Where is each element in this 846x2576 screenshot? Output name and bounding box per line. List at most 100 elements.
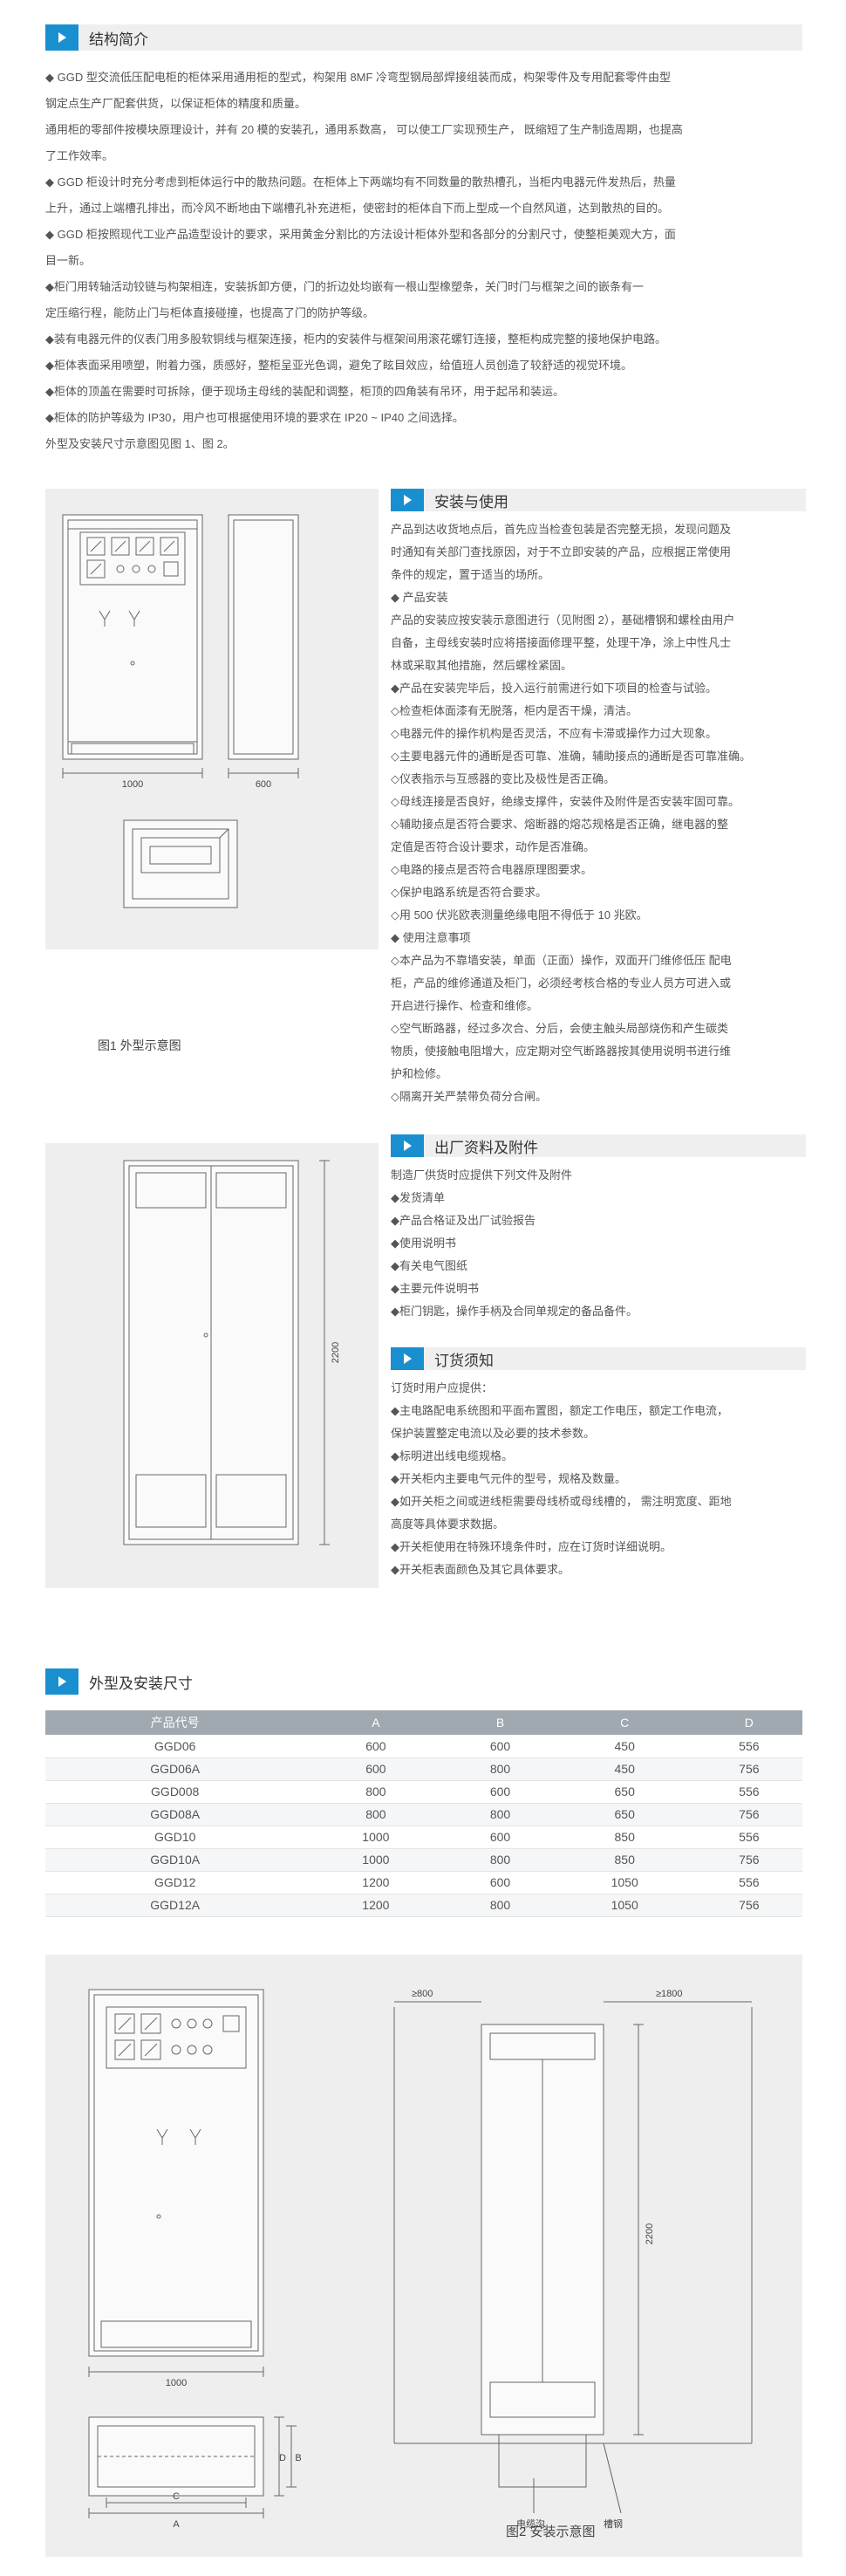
cell: 650 bbox=[553, 1803, 696, 1826]
install-line: 条件的规定，置于适当的场所。 bbox=[391, 568, 550, 581]
install-line: ◆产品在安装完毕后，投入运行前需进行如下项目的检查与试验。 bbox=[391, 682, 717, 695]
cell: 800 bbox=[447, 1848, 554, 1872]
order-line: 订货时用户应提供： bbox=[391, 1381, 494, 1394]
install-line: 柜，产品的维修通道及柜门，必须经考核合格的专业人员方可进入或 bbox=[391, 976, 732, 990]
figure2-caption: 图2 安装示意图 bbox=[506, 2525, 596, 2539]
order-line: ◆开关柜使用在特殊环境条件时，应在订货时详细说明。 bbox=[391, 1540, 672, 1553]
intro-line: 了工作效率。 bbox=[45, 149, 114, 162]
cell: 600 bbox=[304, 1735, 447, 1758]
cell: 600 bbox=[304, 1757, 447, 1781]
cell: 556 bbox=[695, 1735, 802, 1758]
install-line: 自备，主母线安装时应将搭接面修理平整，处理干净，涂上中性凡士 bbox=[391, 636, 732, 649]
intro-line: ◆柜体的顶盖在需要时可拆除，便于现场主母线的装配和调整，柜顶的四角装有吊环，用于… bbox=[45, 385, 564, 398]
section-title: 订货须知 bbox=[434, 1352, 494, 1369]
cell: 450 bbox=[553, 1735, 696, 1758]
col-header: B bbox=[447, 1710, 554, 1735]
install-line: ◇仪表指示与互感器的变比及极性是否正确。 bbox=[391, 772, 615, 785]
table-row: GGD12 1200 600 1050 556 bbox=[45, 1871, 802, 1894]
dim-height-label: 2200 bbox=[645, 2223, 655, 2244]
cell: 850 bbox=[553, 1848, 696, 1872]
table-row: GGD06 600 600 450 556 bbox=[45, 1735, 802, 1758]
cell: 800 bbox=[304, 1803, 447, 1826]
table-row: GGD08A 800 800 650 756 bbox=[45, 1803, 802, 1826]
section-title: 安装与使用 bbox=[434, 493, 508, 510]
install-line: ◇隔离开关严禁带负荷分合闸。 bbox=[391, 1090, 547, 1103]
intro-line: 通用柜的零部件按模块原理设计，并有 20 模的安装孔，通用系数高， 可以使工厂实… bbox=[45, 123, 683, 136]
order-line: 保护装置整定电流以及必要的技术参数。 bbox=[391, 1427, 596, 1440]
dim-width-label: 1000 bbox=[122, 779, 143, 790]
order-text: 订货时用户应提供： ◆主电路配电系统图和平面布置图，额定工作电压，额定工作电流，… bbox=[391, 1377, 806, 1581]
cell: 556 bbox=[695, 1780, 802, 1804]
section-header-docs: 出厂资料及附件 bbox=[391, 1134, 806, 1157]
cell: 800 bbox=[304, 1780, 447, 1804]
table-row: GGD10A 1000 800 850 756 bbox=[45, 1848, 802, 1872]
install-line: ◇本产品为不靠墙安装，单面（正面）操作，双面开门维修低压 配电 bbox=[391, 954, 732, 967]
dim-back-label: ≥1800 bbox=[656, 1989, 683, 1999]
cell: GGD12A bbox=[45, 1894, 305, 1917]
label-d: D bbox=[279, 2453, 286, 2463]
figure1-rear-panel: 2200 bbox=[45, 1143, 379, 1588]
dimensions-table: 产品代号 A B C D GGD06 600 600 450 556 GGD06… bbox=[45, 1710, 802, 1917]
install-line: ◇母线连接是否良好，绝缘支撑件，安装件及附件是否安装牢固可靠。 bbox=[391, 795, 740, 808]
col-header: 产品代号 bbox=[45, 1710, 305, 1735]
intro-line: ◆ GGD 型交流低压配电柜的柜体采用通用柜的型式，构架用 8MF 冷弯型钢局部… bbox=[45, 71, 672, 84]
order-line: ◆主电路配电系统图和平面布置图，额定工作电压，额定工作电流， bbox=[391, 1404, 728, 1417]
order-line: ◆标明进出线电缆规格。 bbox=[391, 1449, 513, 1463]
cell: GGD008 bbox=[45, 1780, 305, 1804]
install-line: ◇辅助接点是否符合要求、熔断器的熔芯规格是否正确，继电器的整 bbox=[391, 818, 728, 831]
install-line: ◇用 500 伏兆欧表测量绝缘电阻不得低于 10 兆欧。 bbox=[391, 908, 648, 921]
intro-line: 定压缩行程，能防止门与柜体直接碰撞，也提高了门的防护等级。 bbox=[45, 306, 375, 319]
intro-line: ◆柜体的防护等级为 IP30，用户也可根据使用环境的要求在 IP20 ~ IP4… bbox=[45, 411, 464, 424]
cell: GGD12 bbox=[45, 1871, 305, 1894]
cell: 556 bbox=[695, 1871, 802, 1894]
play-arrow-icon bbox=[391, 1134, 424, 1157]
install-line: ◇保护电路系统是否符合要求。 bbox=[391, 886, 547, 899]
cell: GGD06 bbox=[45, 1735, 305, 1758]
install-line: ◆ 使用注意事项 bbox=[391, 931, 471, 944]
play-arrow-icon bbox=[45, 1668, 78, 1695]
figure1-panel: 1000 600 bbox=[45, 489, 379, 949]
install-line: ◇主要电器元件的通断是否可靠、准确，辅助接点的通断是否可靠准确。 bbox=[391, 750, 751, 763]
intro-line: ◆柜门用转轴活动铰链与构架相连，安装拆卸方便，门的折边处均嵌有一根山型橡塑条，关… bbox=[45, 280, 644, 293]
install-line: 物质，使接触电阻增大，应定期对空气断路器按其使用说明书进行维 bbox=[391, 1045, 732, 1058]
cell: GGD10A bbox=[45, 1848, 305, 1872]
section-title: 结构简介 bbox=[89, 31, 148, 48]
figure1-caption: 图1 外型示意图 bbox=[98, 1038, 181, 1052]
cell: 756 bbox=[695, 1848, 802, 1872]
install-line: ◇电路的接点是否符合电器原理图要求。 bbox=[391, 863, 592, 876]
cell: GGD10 bbox=[45, 1826, 305, 1849]
table-row: GGD008 800 600 650 556 bbox=[45, 1780, 802, 1804]
cell: 600 bbox=[447, 1826, 554, 1849]
order-line: ◆如开关柜之间或进线柜需要母线桥或母线槽的， 需注明宽度、距地 bbox=[391, 1495, 732, 1508]
order-line: ◆开关柜内主要电气元件的型号，规格及数量。 bbox=[391, 1472, 626, 1485]
cell: 800 bbox=[447, 1803, 554, 1826]
col-header: A bbox=[304, 1710, 447, 1735]
dim-front-label: ≥800 bbox=[412, 1989, 433, 1999]
cell: 650 bbox=[553, 1780, 696, 1804]
table-row: GGD12A 1200 800 1050 756 bbox=[45, 1894, 802, 1917]
order-line: 高度等具体要求数据。 bbox=[391, 1518, 505, 1531]
label-b: B bbox=[295, 2453, 301, 2463]
col-header: C bbox=[553, 1710, 696, 1735]
intro-line: ◆装有电器元件的仪表门用多股软铜线与框架连接，柜内的安装件与框架间用滚花螺钉连接… bbox=[45, 332, 666, 346]
intro-text: ◆ GGD 型交流低压配电柜的柜体采用通用柜的型式，构架用 8MF 冷弯型钢局部… bbox=[45, 65, 802, 457]
label-c: C bbox=[173, 2491, 180, 2502]
cell: 1200 bbox=[304, 1894, 447, 1917]
docs-line: ◆使用说明书 bbox=[391, 1237, 456, 1250]
cell: 1050 bbox=[553, 1894, 696, 1917]
section-header-intro: 结构简介 bbox=[45, 24, 802, 51]
cell: 1200 bbox=[304, 1871, 447, 1894]
intro-line: ◆柜体表面采用喷塑，附着力强，质感好，整柜呈亚光色调，避免了眩目效应，给值班人员… bbox=[45, 359, 632, 372]
install-line: 护和检修。 bbox=[391, 1067, 448, 1080]
cell: 850 bbox=[553, 1826, 696, 1849]
cell: 756 bbox=[695, 1757, 802, 1781]
label-trench: 电缆沟 bbox=[516, 2518, 545, 2530]
cell: 600 bbox=[447, 1871, 554, 1894]
section-header-install: 安装与使用 bbox=[391, 489, 806, 511]
cell: 450 bbox=[553, 1757, 696, 1781]
play-arrow-icon bbox=[391, 489, 424, 511]
docs-line: ◆柜门钥匙，操作手柄及合同单规定的备品备件。 bbox=[391, 1305, 638, 1318]
install-line: 产品到达收货地点后，首先应当检查包装是否完整无损，发现问题及 bbox=[391, 523, 732, 536]
install-line: ◆ 产品安装 bbox=[391, 591, 448, 604]
